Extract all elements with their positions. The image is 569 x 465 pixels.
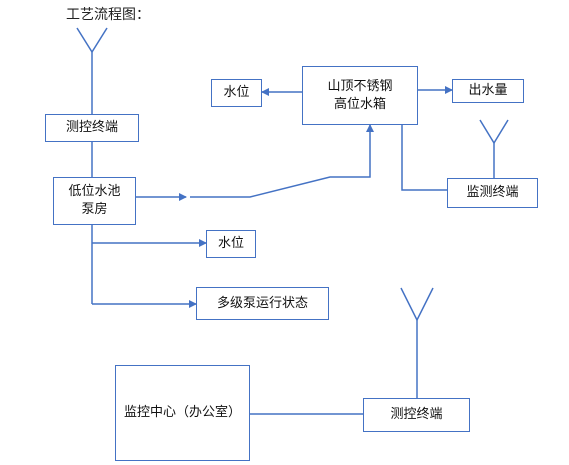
antenna-icon — [76, 27, 108, 53]
high-tank-box: 山顶不锈钢 高位水箱 — [302, 66, 418, 125]
level-top-box: 水位 — [211, 79, 262, 107]
monitor-terminal-box: 监测终端 — [447, 178, 538, 208]
terminal-bottom-box: 测控终端 — [363, 398, 470, 432]
antenna-icon — [400, 287, 434, 321]
diagram-title: 工艺流程图： — [66, 7, 150, 23]
antenna-icon — [479, 119, 509, 144]
pump-status-box: 多级泵运行状态 — [196, 287, 329, 320]
line-tank-to-monitor — [401, 125, 447, 191]
level-mid-box: 水位 — [206, 230, 256, 258]
low-pool-box: 低位水池 泵房 — [53, 177, 136, 225]
terminal-top-box: 测控终端 — [45, 114, 139, 142]
control-center-box: 监控中心（办公室） — [115, 365, 250, 461]
outflow-box: 出水量 — [452, 79, 524, 103]
line-pool-to-tank — [190, 124, 374, 198]
